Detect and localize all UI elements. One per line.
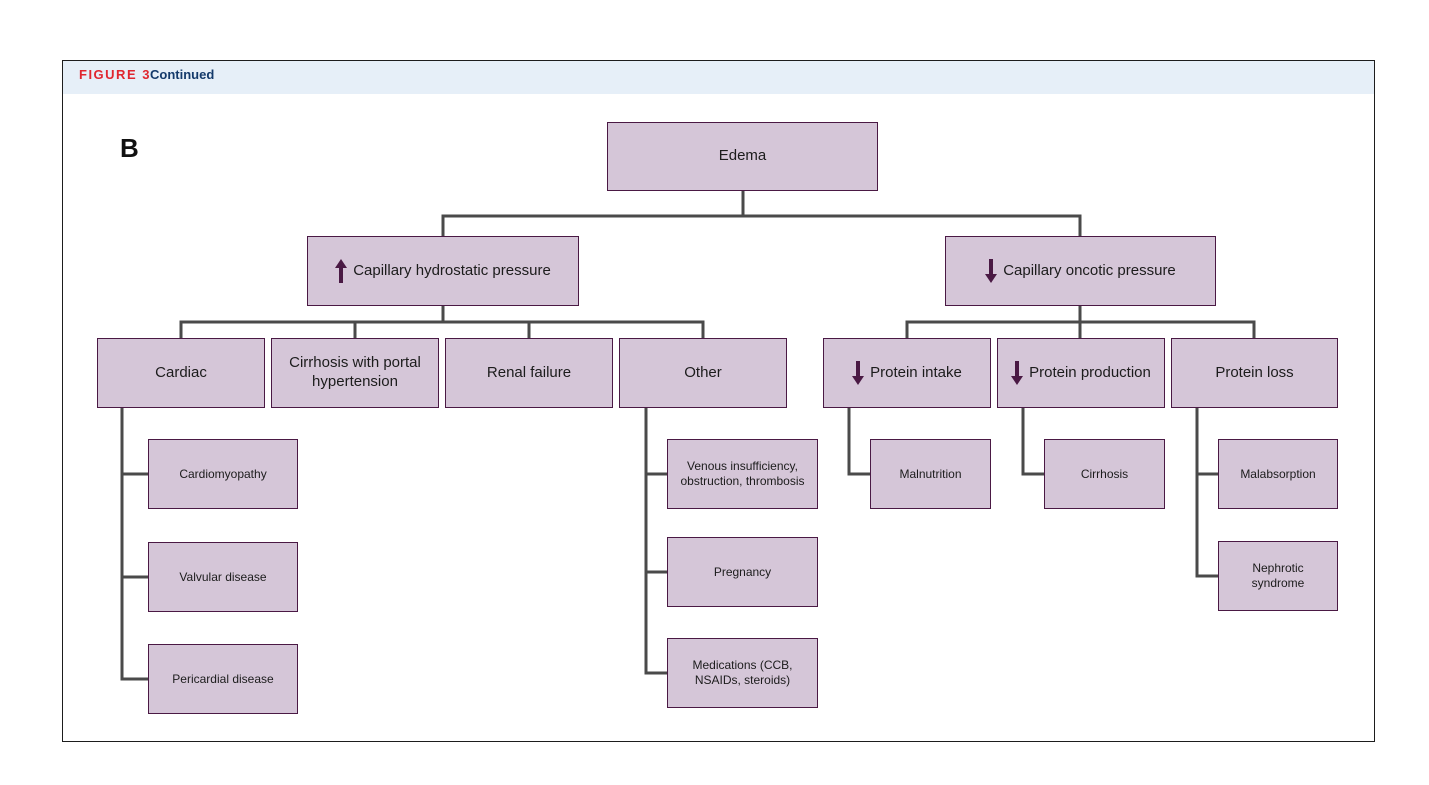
node-oncotic-label: Capillary oncotic pressure: [1003, 261, 1176, 279]
node-pregnancy: Pregnancy: [667, 537, 818, 607]
node-medications-label: Medications (CCB, NSAIDs, steroids): [692, 658, 793, 687]
node-cardiomyopathy-label: Cardiomyopathy: [179, 466, 267, 481]
down-arrow-icon: [852, 361, 865, 385]
panel-label: B: [120, 133, 139, 163]
node-pregnancy-label: Pregnancy: [713, 564, 772, 579]
node-protein-production: Protein production: [997, 338, 1165, 408]
node-protein-loss-label: Protein loss: [1215, 363, 1294, 381]
figure-label: FIGURE 3: [79, 67, 151, 82]
node-cardiac-label: Cardiac: [155, 363, 207, 381]
figure-continued-label: Continued: [150, 67, 215, 82]
node-capillary-hydrostatic-pressure: Capillary hydrostatic pressure: [307, 236, 579, 306]
node-pericardial-disease: Pericardial disease: [148, 644, 298, 714]
node-medications: Medications (CCB, NSAIDs, steroids): [667, 638, 818, 708]
figure-frame: [62, 60, 1375, 742]
node-malnutrition-label: Malnutrition: [899, 466, 962, 481]
node-protein-production-label: Protein production: [1029, 363, 1151, 381]
node-hydrostatic-label: Capillary hydrostatic pressure: [353, 261, 551, 279]
node-protein-intake-label: Protein intake: [870, 363, 962, 381]
down-arrow-icon: [1011, 361, 1024, 385]
node-valvular-disease: Valvular disease: [148, 542, 298, 612]
node-edema: Edema: [607, 122, 878, 191]
node-cardiac: Cardiac: [97, 338, 265, 408]
node-other: Other: [619, 338, 787, 408]
node-renal-failure-label: Renal failure: [486, 363, 572, 381]
node-cirrhosis-portal-label: Cirrhosis with portal hypertension: [289, 354, 421, 390]
node-cirrhosis: Cirrhosis: [1044, 439, 1165, 509]
node-venous-label: Venous insufficiency, obstruction, throm…: [680, 459, 805, 488]
node-other-label: Other: [684, 363, 722, 381]
node-cirrhosis-label: Cirrhosis: [1080, 466, 1129, 481]
node-venous-insufficiency: Venous insufficiency, obstruction, throm…: [667, 439, 818, 509]
node-cardiomyopathy: Cardiomyopathy: [148, 439, 298, 509]
node-capillary-oncotic-pressure: Capillary oncotic pressure: [945, 236, 1216, 306]
node-nephrotic-label: Nephrotic syndrome: [1251, 561, 1305, 590]
node-malabsorption: Malabsorption: [1218, 439, 1338, 509]
figure-header-bar: [63, 61, 1374, 94]
node-edema-label: Edema: [718, 147, 767, 165]
down-arrow-icon: [985, 259, 998, 283]
node-protein-loss: Protein loss: [1171, 338, 1338, 408]
node-cirrhosis-portal-hypertension: Cirrhosis with portal hypertension: [271, 338, 439, 408]
node-malnutrition: Malnutrition: [870, 439, 991, 509]
node-valvular-label: Valvular disease: [179, 569, 267, 584]
node-protein-intake: Protein intake: [823, 338, 991, 408]
node-nephrotic-syndrome: Nephrotic syndrome: [1218, 541, 1338, 611]
node-pericardial-label: Pericardial disease: [172, 671, 274, 686]
node-renal-failure: Renal failure: [445, 338, 613, 408]
up-arrow-icon: [335, 259, 348, 283]
node-malabsorption-label: Malabsorption: [1240, 466, 1316, 481]
